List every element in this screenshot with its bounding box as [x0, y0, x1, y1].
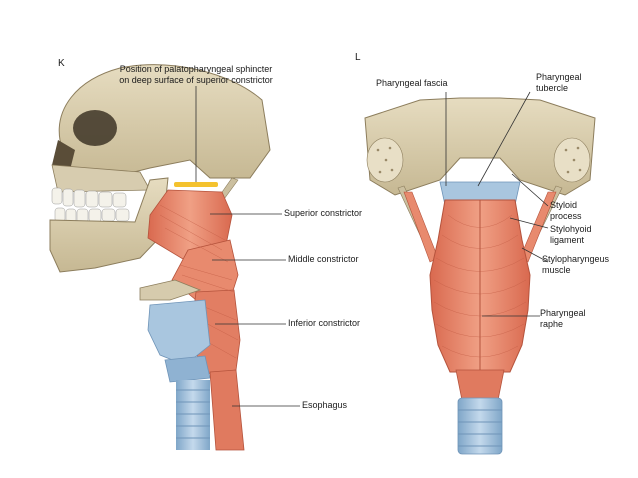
temporal-bone-right — [553, 137, 591, 183]
label-pharyngeal-raphe-line1: Pharyngeal — [540, 308, 586, 318]
mandible — [49, 177, 169, 273]
label-styloid-process-line2: process — [550, 211, 582, 221]
right-panel-posterior-view — [364, 91, 596, 455]
label-stylopharyngeus-muscle: Stylopharyngeus muscle — [542, 254, 609, 276]
hyoid-bone — [139, 279, 202, 301]
leader-lines-left — [195, 86, 300, 407]
label-pharyngeal-tubercle-line2: tubercle — [536, 83, 569, 93]
label-stylopharyngeus-line1: Stylopharyngeus — [542, 254, 610, 264]
skull-base — [364, 97, 596, 196]
orbit — [73, 110, 117, 146]
skull-cranium — [58, 64, 271, 181]
stylopharyngeus-left — [403, 191, 439, 263]
muscle-fibers-left — [159, 204, 239, 359]
nasal-cavity — [52, 140, 75, 170]
label-pharyngeal-raphe: Pharyngeal raphe — [540, 308, 586, 330]
label-superior-constrictor: Superior constrictor — [282, 208, 365, 219]
lower-teeth — [54, 207, 130, 224]
label-palatopharyngeal-sphincter: Position of palatopharyngeal sphincter o… — [108, 64, 284, 86]
left-panel-lateral-view — [49, 64, 300, 451]
bone-texture-dots — [376, 146, 582, 174]
upper-teeth — [51, 187, 127, 208]
label-stylohyoid-ligament-line2: ligament — [550, 235, 585, 245]
label-pharyngeal-raphe-line2: raphe — [540, 319, 564, 329]
right-panel-marker: L — [355, 52, 361, 63]
esophagus-left — [209, 369, 245, 451]
label-esophagus: Esophagus — [300, 400, 350, 411]
trachea-right — [457, 397, 503, 455]
label-pharyngeal-tubercle: Pharyngeal tubercle — [536, 72, 582, 94]
trachea-left — [176, 380, 210, 450]
esophagus-posterior — [455, 369, 505, 401]
label-middle-constrictor: Middle constrictor — [286, 254, 361, 265]
stylopharyngeus-right — [519, 191, 557, 263]
label-stylohyoid-ligament: Stylohyoid ligament — [550, 224, 592, 246]
cricoid-cartilage — [164, 355, 211, 383]
label-pharyngeal-fascia: Pharyngeal fascia — [376, 78, 448, 88]
left-panel-marker: K — [58, 58, 65, 69]
palatopharyngeal-sphincter-band — [174, 182, 218, 187]
label-styloid-process: Styloid process — [550, 200, 582, 222]
leader-lines-right — [445, 91, 549, 317]
label-pharyngeal-tubercle-line1: Pharyngeal — [536, 72, 582, 82]
label-stylohyoid-ligament-line1: Stylohyoid — [550, 224, 592, 234]
label-stylopharyngeus-line2: muscle — [542, 265, 571, 275]
label-inferior-constrictor: Inferior constrictor — [286, 318, 363, 329]
label-styloid-process-line1: Styloid — [550, 200, 578, 210]
label-palatopharyngeal-line1: Position of palatopharyngeal sphincter — [119, 64, 273, 74]
label-palatopharyngeal-line2: on deep surface of superior constrictor — [119, 75, 273, 85]
